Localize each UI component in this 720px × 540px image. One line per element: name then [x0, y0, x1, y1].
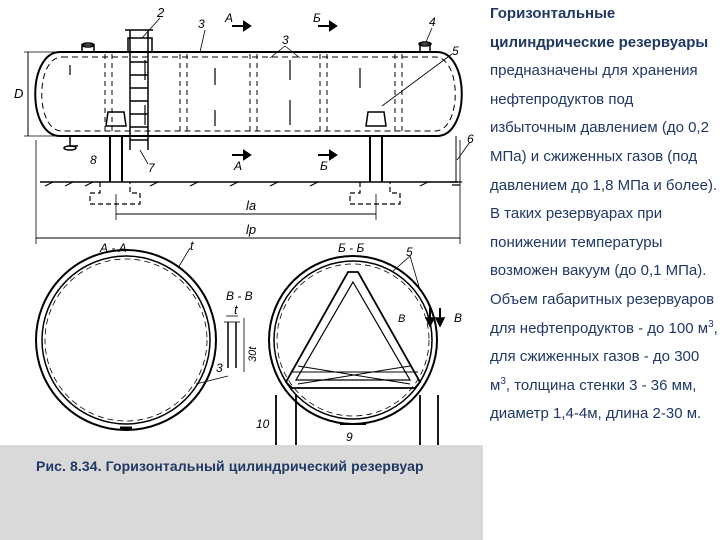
label-6: 6	[467, 132, 474, 146]
label-8: 8	[90, 153, 97, 167]
section-b-top: Б	[313, 11, 321, 25]
dim-lp-label: lp	[246, 222, 256, 237]
label-10: 10	[256, 417, 270, 431]
dim-d-label: D	[14, 86, 23, 101]
section-a-top: A	[224, 11, 233, 25]
label-5: 5	[452, 44, 459, 58]
dim-la-label: la	[246, 198, 256, 213]
label-5-bb: 5	[406, 245, 413, 259]
section-a-bottom: A	[233, 159, 242, 173]
section-v-left: В	[398, 313, 405, 325]
section-aa-title: А - А	[99, 241, 127, 255]
section-vv-title: В - В	[226, 289, 253, 303]
t-label-aa: t	[190, 238, 195, 253]
dim-30t-label: 30t	[247, 346, 259, 362]
section-a-a: А - А t 3	[35, 238, 229, 431]
label-4: 4	[429, 15, 436, 29]
description-body-3: , толщина стенки 3 - 36 мм, диаметр 1,4-…	[490, 376, 702, 423]
section-v-right: В	[454, 311, 462, 325]
detail-v-v: В - В t 30t	[224, 289, 259, 372]
section-bb-title: Б - Б	[338, 241, 364, 255]
unit-sup-2: 3	[500, 375, 506, 387]
section-b-b: Б - Б 5 В В 10 9	[256, 241, 462, 445]
unit-sup-1: 3	[708, 318, 714, 330]
label-2: 2	[156, 5, 165, 20]
tank-side-view: 2 3 A Б 3 4 5 6 7 8 D A Б la lp	[14, 5, 474, 244]
label-3-top: 3	[198, 17, 205, 31]
label-7: 7	[148, 161, 156, 175]
figure-caption: Рис. 8.34. Горизонтальный цилиндрический…	[36, 458, 424, 474]
label-3-mid: 3	[282, 33, 289, 47]
section-b-bottom: Б	[320, 159, 328, 173]
caption-band	[0, 445, 483, 540]
label-9: 9	[346, 430, 353, 444]
description-body-2: , для сжиженных газов - до 300 м	[490, 319, 718, 394]
description-body-1: предназначены для хранения нефтепродукто…	[490, 62, 718, 337]
tank-drawing: 2 3 A Б 3 4 5 6 7 8 D A Б la lp А - А t …	[14, 5, 474, 445]
description-text: Горизонтальные цилиндрические резервуары…	[490, 0, 718, 540]
label-3-aa: 3	[216, 361, 223, 375]
t-label-vv: t	[234, 302, 239, 317]
description-title: Горизонтальные цилиндрические резервуары	[490, 5, 709, 51]
